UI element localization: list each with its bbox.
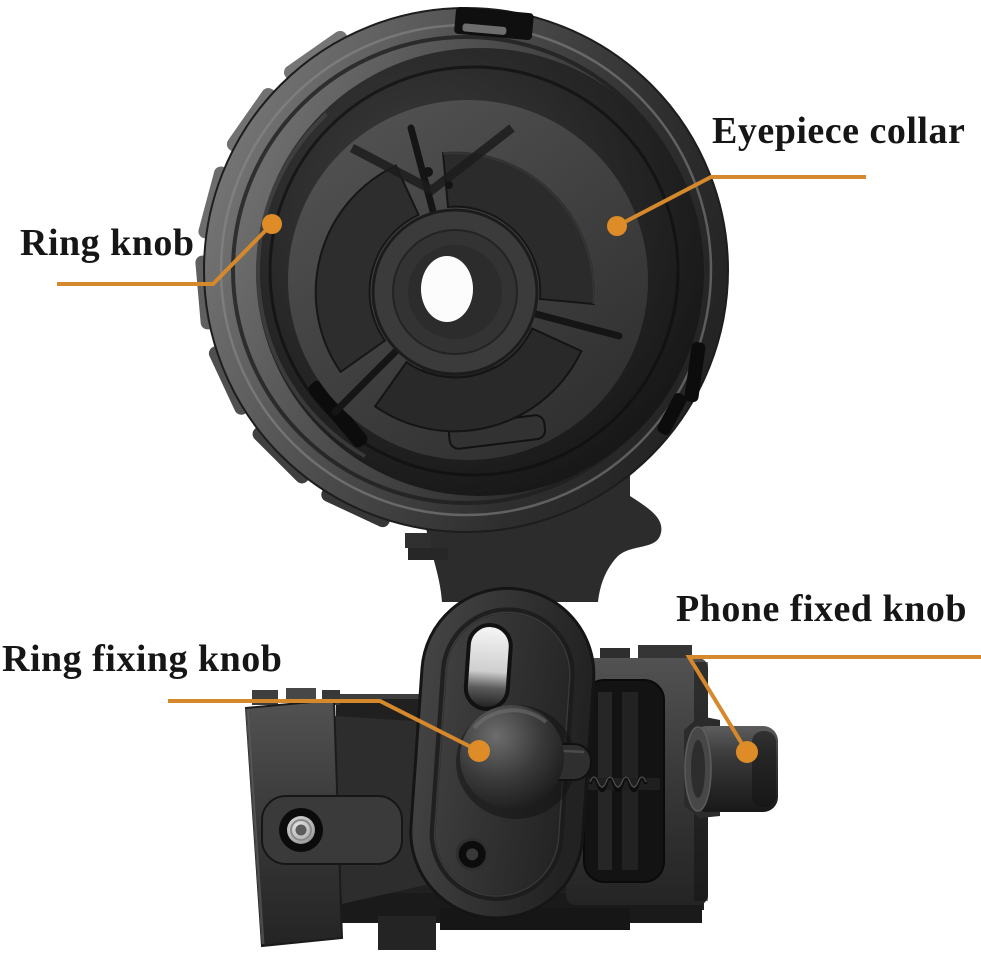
phone-fixed-knob — [684, 716, 778, 818]
phone-clamp-right-block — [566, 645, 778, 905]
annotation-leaders — [57, 175, 981, 754]
eyepiece-clamp-jaws — [314, 124, 623, 433]
arm-screw — [455, 837, 489, 871]
leader-phone-fixed-knob — [685, 655, 981, 754]
dot-eyepiece-collar — [607, 216, 627, 236]
ring-fixing-knob — [456, 705, 592, 819]
arm-adjustment-slot — [463, 623, 513, 711]
annotation-dots — [262, 214, 758, 763]
dot-ring-fixing-knob — [468, 740, 490, 762]
leader-ring-fixing-knob — [168, 699, 480, 753]
ring-top-notch — [454, 6, 534, 41]
dot-phone-fixed-knob — [736, 741, 758, 763]
dot-ring-knob — [262, 214, 282, 234]
spring-screw — [588, 775, 660, 793]
leader-eyepiece-collar — [616, 175, 866, 228]
label-eyepiece-collar: Eyepiece collar — [712, 110, 966, 152]
eyepiece-hole — [421, 256, 473, 322]
leader-ring-knob — [57, 222, 274, 286]
label-phone-fixed-knob: Phone fixed knob — [676, 588, 967, 630]
label-ring-knob: Ring knob — [20, 222, 195, 264]
tripod-thread-hole — [279, 808, 323, 852]
eyepiece-collar — [288, 100, 648, 460]
label-ring-fixing-knob: Ring fixing knob — [2, 638, 283, 680]
ring-knob-assembly — [195, 6, 729, 533]
eyepiece-center-hub — [371, 208, 539, 376]
